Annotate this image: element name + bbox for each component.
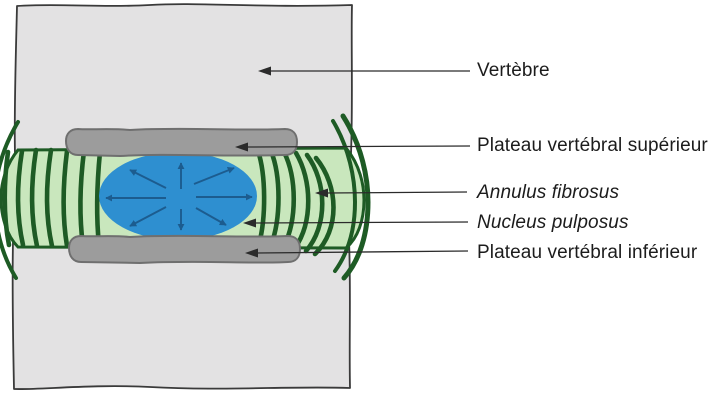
leader-line-plateau-inferieur	[256, 250, 469, 254]
label-plateau-superieur: Plateau vertébral supérieur	[477, 135, 708, 156]
plateau-superior-shape	[65, 127, 298, 157]
annulus-lamella	[292, 150, 311, 251]
leader-lines	[235, 66, 471, 258]
pressure-arrow-up-right	[193, 167, 235, 185]
nucleus-pulposus-shape	[99, 152, 257, 240]
leader-line-plateau-superieur	[246, 145, 471, 148]
annulus-outer-arc-right-outer	[340, 113, 371, 281]
leader-arrowhead-vertebre	[258, 66, 271, 76]
plateau-inferior-shape	[68, 234, 301, 264]
pressure-arrows	[105, 162, 253, 231]
leader-arrowhead-plateau-inferieur	[245, 248, 258, 258]
leader-line-nucleus-pulposus	[254, 221, 469, 224]
annulus-lamella	[29, 147, 40, 249]
label-vertebre: Vertèbre	[477, 60, 550, 81]
label-plateau-inferieur: Plateau vertébral inférieur	[477, 242, 698, 263]
annulus-outer-arc-left	[0, 120, 20, 280]
annulus-lamella	[312, 155, 336, 257]
pressure-arrow-up-left	[129, 169, 167, 189]
label-annulus-fibrosus: Annulus fibrosus	[477, 182, 620, 203]
label-nucleus-pulposus: Nucleus pulposus	[477, 212, 629, 233]
annulus-lamella	[44, 147, 55, 249]
annulus-lamella	[2, 149, 12, 248]
pressure-arrow-down-left	[129, 206, 167, 227]
leader-arrowhead-plateau-superieur	[235, 142, 248, 152]
leader-arrowhead-nucleus-pulposus	[243, 218, 256, 228]
pressure-arrow-down-right	[195, 207, 227, 226]
annulus-lamella	[61, 148, 70, 249]
annulus-lamella	[303, 152, 325, 254]
leader-line-annulus-fibrosus	[326, 191, 468, 194]
annulus-lamella	[15, 148, 26, 248]
leader-arrowhead-annulus-fibrosus	[315, 188, 328, 198]
annulus-lamellae-right	[255, 148, 336, 257]
